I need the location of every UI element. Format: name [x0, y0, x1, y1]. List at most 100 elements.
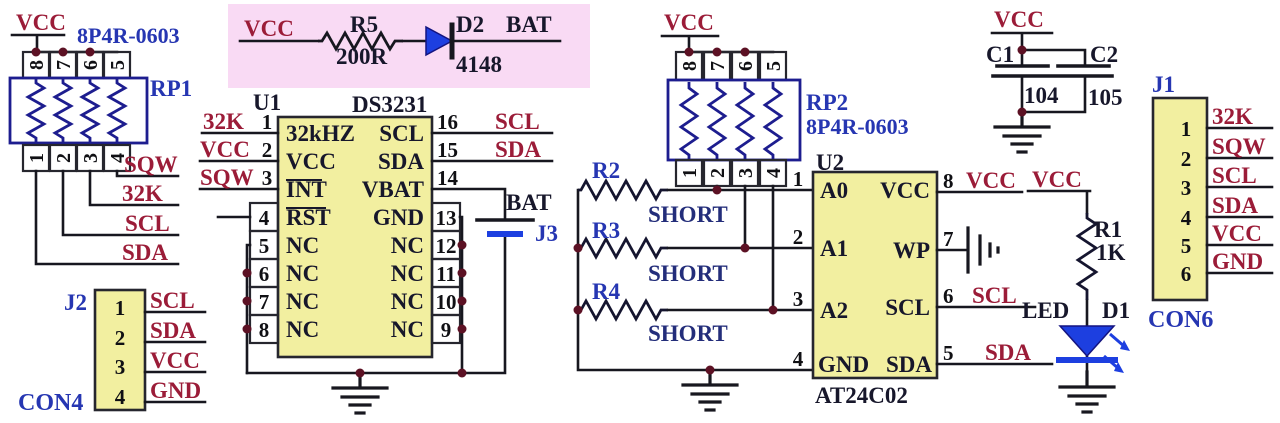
u1-pin-number: 6 [259, 262, 270, 286]
rp2-pin-number: 2 [707, 168, 729, 178]
junction-dot [1017, 107, 1027, 117]
r4-ref-label: R4 [592, 279, 621, 304]
j1-pin-number: 6 [1181, 262, 1192, 286]
u2-body [811, 170, 939, 380]
c2-value-label: 105 [1088, 85, 1123, 110]
rp2-resistor [734, 82, 756, 160]
rp1-part-label: 8P4R-0603 [77, 23, 180, 48]
u1-pin-number: 16 [437, 110, 458, 134]
j1-ref-label: J1 [1152, 72, 1175, 97]
j2-group: J2 1 2 3 4 SCL SDA VCC GND CON4 [18, 288, 207, 416]
junction-dot [457, 268, 467, 278]
u1-body [276, 115, 434, 359]
rp1-vcc-label: VCC [16, 10, 66, 35]
junction-dot [573, 305, 583, 315]
net-label-sda: SDA [985, 340, 1031, 365]
junction-dot [740, 47, 750, 57]
d2-diode-icon [425, 25, 454, 57]
u2-pin-label: A1 [820, 236, 848, 261]
d1-ref-label: D1 [1102, 298, 1130, 323]
u1-pin-number: 7 [259, 290, 270, 314]
u1-pin-number: 9 [441, 318, 452, 342]
led-wires [1026, 189, 1092, 374]
junction-dot [684, 47, 694, 57]
led-arrow-head [1114, 362, 1124, 373]
j2-type-label: CON4 [18, 390, 83, 416]
u2-ref-label: U2 [816, 150, 844, 175]
d1-led-icon [1058, 325, 1116, 358]
net-label-scl: SCL [495, 109, 540, 134]
u2-part-label: AT24C02 [815, 383, 908, 408]
u2-pin-number: 1 [793, 167, 804, 191]
r4-value-label: SHORT [648, 321, 728, 346]
u1-pin-number: 8 [259, 318, 270, 342]
net-label-scl: SCL [1212, 163, 1257, 188]
rp1-resistor [25, 78, 47, 143]
u1-pin-number: 14 [437, 166, 459, 190]
junction-dot [58, 47, 68, 57]
net-label-sqw: SQW [200, 165, 254, 190]
battery-diode-highlight [228, 4, 590, 88]
c2-ref-label: C2 [1090, 42, 1118, 67]
r2-resistor [578, 178, 668, 202]
u1-pin-label: NC [286, 289, 319, 314]
r1-ref-label: R1 [1094, 217, 1122, 242]
junction-dot [85, 47, 95, 57]
net-label-gnd: GND [1212, 249, 1263, 274]
ground-symbol [331, 371, 389, 415]
net-label-bat: BAT [506, 190, 552, 215]
u2-right-wires [935, 190, 1054, 366]
junction-dot [457, 324, 467, 334]
junction-dot [712, 185, 722, 195]
rp1-pin-number: 3 [80, 153, 102, 163]
u2-pin-label: WP [893, 238, 930, 263]
rp2-pin-number: 1 [679, 168, 701, 178]
u1-active-low-overlines [286, 179, 326, 209]
junction-dot [712, 47, 722, 57]
junction-dot [355, 368, 365, 378]
j1-pin-number: 4 [1181, 206, 1192, 230]
c1-value-label: 104 [1024, 83, 1059, 108]
u1-pin-label: NC [286, 233, 319, 258]
j1-pin-number: 5 [1181, 234, 1192, 258]
j2-pin-number: 3 [115, 355, 126, 379]
caps-vcc-label: VCC [994, 7, 1044, 32]
u1-pin-label: NC [391, 233, 424, 258]
net-label-sda: SDA [495, 137, 541, 162]
net-label-32k: 32K [122, 181, 163, 206]
u1-pin-number: 1 [262, 110, 273, 134]
net-label-vcc: VCC [1212, 221, 1262, 246]
rp1-pin-number: 1 [26, 153, 48, 163]
d2-value-label: 4148 [456, 52, 502, 77]
ground-symbol [993, 110, 1051, 154]
caps-group: VCC C1 C2 104 105 [986, 7, 1123, 154]
r5-resistor [318, 30, 403, 52]
rp1-pin-number: 7 [53, 60, 75, 70]
net-label-vcc: VCC [200, 137, 250, 162]
u2-pin-number: 7 [943, 227, 954, 251]
rp2-pin-number: 5 [763, 61, 785, 71]
u1-pin-label: VCC [286, 149, 336, 174]
u1-pin-label: INT [286, 177, 327, 202]
net-label-scl: SCL [125, 211, 170, 236]
junction-dot [1017, 45, 1027, 55]
u1-pin-number: 12 [436, 234, 457, 258]
net-label-sda: SDA [150, 318, 196, 343]
j2-pin-number: 2 [115, 326, 126, 350]
rp1-resistor [52, 78, 74, 143]
u1-pin-number: 13 [436, 206, 457, 230]
u1-pin-label: GND [373, 205, 424, 230]
r2-value-label: SHORT [648, 202, 728, 227]
r2-ref-label: R2 [592, 158, 620, 183]
rp1-pin-number: 4 [107, 153, 129, 163]
u1-left-wires [198, 131, 280, 219]
led-branch-group: VCC R1 1K LED D1 [1022, 167, 1130, 414]
r5-value-label: 200R [336, 44, 388, 69]
rp1-resistor [106, 78, 128, 143]
battery-charge-branch: VCC R5 200R D2 BAT 4148 [238, 12, 562, 77]
c1-ref-label: C1 [986, 42, 1014, 67]
ground-symbol [681, 368, 739, 412]
u1-right-wires [430, 131, 554, 163]
u1-pin-number: 4 [259, 206, 270, 230]
